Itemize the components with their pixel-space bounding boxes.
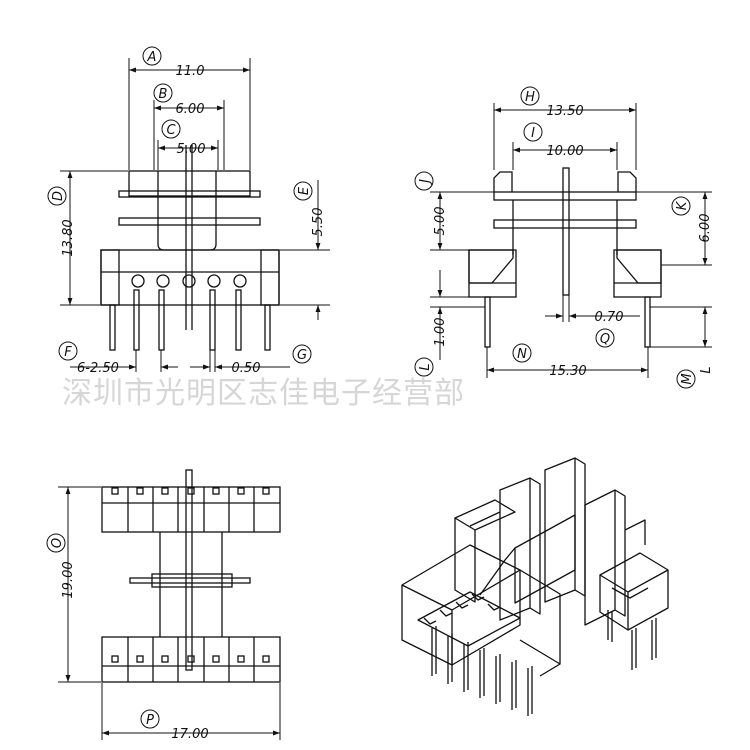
side-view-dimensions: 13.50 10.00 5.00 6.00 1.00 15.30 0.70 L <box>433 104 714 379</box>
callout-k: K <box>671 196 691 216</box>
dim-q-value: 0.70 <box>595 310 624 325</box>
dim-d-value: 13.80 <box>61 219 76 256</box>
svg-text:J: J <box>418 179 433 186</box>
svg-text:G: G <box>297 348 307 363</box>
front-view-body <box>100 145 280 351</box>
callout-a: A <box>142 46 162 66</box>
dim-l-value: 1.00 <box>433 318 448 347</box>
dim-b-value: 6.00 <box>176 102 205 117</box>
side-view <box>430 103 712 378</box>
svg-text:F: F <box>64 345 72 360</box>
svg-text:I: I <box>531 126 535 141</box>
svg-text:M: M <box>680 373 695 384</box>
svg-text:E: E <box>297 186 312 195</box>
dim-c-value: 5.00 <box>177 142 206 157</box>
front-view-callouts: A B C D E F G <box>47 46 313 364</box>
isometric-view <box>401 457 669 716</box>
bottom-view <box>58 469 281 740</box>
svg-text:H: H <box>525 90 535 105</box>
svg-text:C: C <box>166 123 176 138</box>
dim-j-value: 5.00 <box>433 207 448 236</box>
callout-p: P <box>140 709 160 729</box>
bottom-view-callouts: O P <box>46 533 160 729</box>
callout-q: Q <box>595 328 615 348</box>
callout-o: O <box>46 533 66 553</box>
dim-h-value: 13.50 <box>546 104 583 119</box>
callout-l: L <box>414 357 434 377</box>
callout-g: G <box>292 344 312 364</box>
callout-f: F <box>58 341 78 361</box>
dim-a-value: 11.0 <box>176 64 205 79</box>
callout-d: D <box>47 186 67 206</box>
dim-o-value: 19.00 <box>61 561 76 598</box>
callout-c: C <box>161 119 181 139</box>
dim-p-value: 17.00 <box>171 727 208 742</box>
dim-i-value: 10.00 <box>546 144 583 159</box>
callout-h: H <box>520 86 540 106</box>
svg-text:O: O <box>50 538 65 548</box>
svg-text:K: K <box>675 200 690 210</box>
svg-text:D: D <box>51 191 66 201</box>
dim-n-value: 15.30 <box>549 364 586 379</box>
svg-text:N: N <box>517 347 527 362</box>
side-view-callouts: H I J K L N Q M <box>414 86 696 389</box>
svg-text:A: A <box>147 50 157 65</box>
dim-e-value: 5.50 <box>311 208 326 237</box>
svg-text:B: B <box>159 87 168 102</box>
front-view-dimensions: 11.0 6.00 5.00 13.80 5.50 6-2.50 0.50 <box>61 64 326 376</box>
side-view-body <box>468 167 662 348</box>
callout-j: J <box>414 171 434 191</box>
dim-m-extra-label: L <box>699 366 714 373</box>
callout-i: I <box>523 122 543 142</box>
bottom-view-dimensions: 19.00 17.00 <box>61 561 209 742</box>
dim-f-value: 6-2.50 <box>77 361 119 376</box>
front-view <box>60 58 330 372</box>
callout-b: B <box>153 83 173 103</box>
callout-m: M <box>676 369 696 389</box>
callout-n: N <box>512 343 532 363</box>
callout-e: E <box>293 181 313 201</box>
svg-text:P: P <box>146 713 154 728</box>
watermark-text: 深圳市光明区志佳电子经营部 <box>62 376 465 411</box>
dim-g-value: 0.50 <box>232 361 261 376</box>
dim-k-value: 6.00 <box>698 214 713 243</box>
svg-text:Q: Q <box>600 332 610 347</box>
svg-text:L: L <box>418 363 433 370</box>
bottom-view-body <box>101 469 281 683</box>
